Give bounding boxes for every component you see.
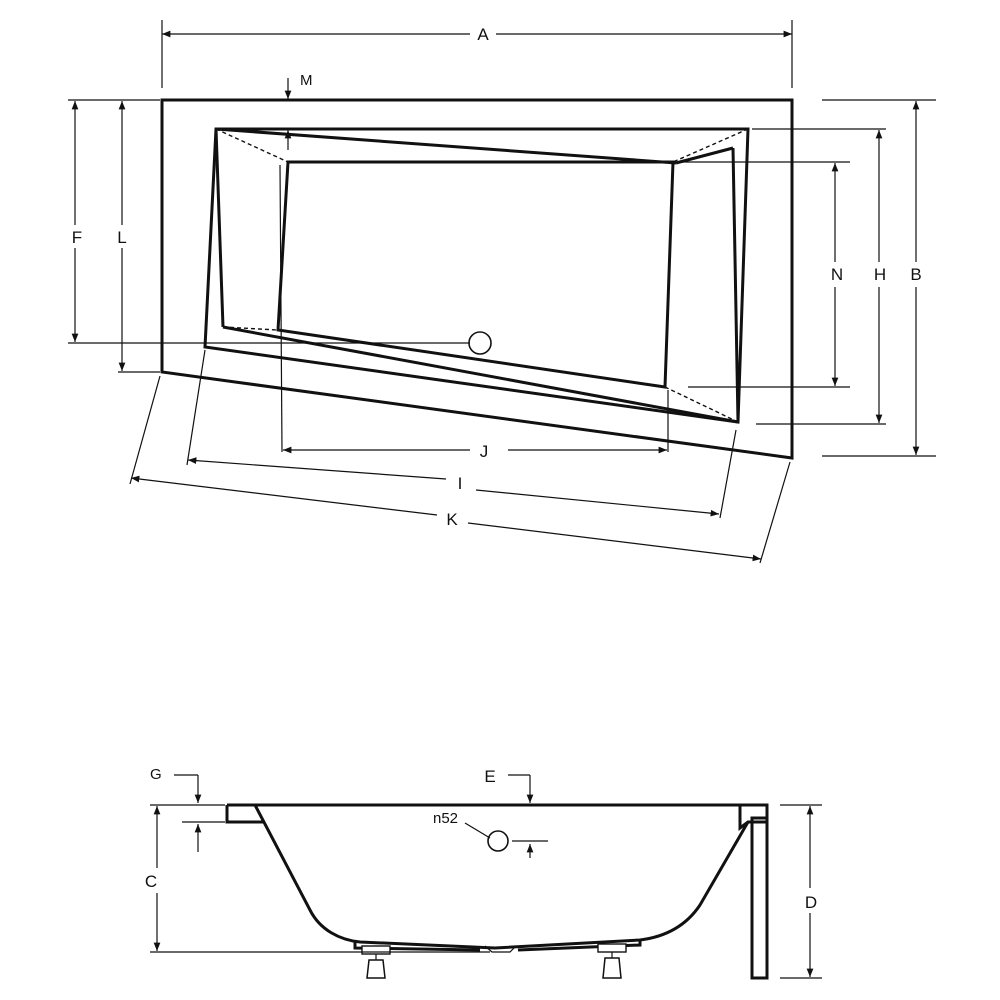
dimension-f: F (68, 99, 470, 344)
label-f: F (72, 228, 82, 247)
back-rest-line-2 (675, 146, 734, 165)
dimension-i: I (186, 349, 737, 519)
dimension-g: G (150, 766, 225, 852)
label-n: N (831, 265, 843, 284)
label-k: K (446, 510, 458, 529)
side-view: n52 G E C (145, 766, 822, 980)
label-c: C (145, 872, 157, 891)
tub-body (253, 804, 750, 950)
overflow-icon (487, 830, 509, 852)
dimension-c: C (145, 804, 490, 953)
top-view: A M F L N (68, 20, 936, 564)
label-l: L (117, 228, 126, 247)
corner-dash-tr (672, 128, 749, 163)
label-b: B (910, 265, 921, 284)
dimension-m: M (284, 72, 313, 150)
label-m: M (300, 72, 313, 89)
label-g: G (150, 766, 162, 783)
label-e: E (484, 767, 495, 786)
right-slope (731, 147, 740, 423)
side-panel (750, 816, 769, 980)
drain-icon (468, 331, 492, 355)
side-rim-left (225, 805, 263, 824)
tub-bottom (353, 940, 642, 952)
label-d: D (805, 893, 817, 912)
label-a: A (477, 25, 489, 44)
dimension-b: B (822, 99, 936, 457)
drain-stub (484, 945, 517, 953)
dimension-a: A (161, 20, 793, 88)
side-rim (227, 803, 769, 831)
dimension-n: N (676, 161, 850, 388)
label-j: J (480, 442, 489, 461)
right-foot (597, 943, 627, 979)
dimension-j: J (279, 164, 669, 461)
label-h: H (874, 265, 886, 284)
left-foot (361, 945, 391, 979)
back-rest-line (215, 127, 677, 165)
dimension-l: L (117, 101, 160, 373)
dimension-d: D (780, 804, 822, 979)
label-i: I (458, 474, 463, 493)
label-overflow: n52 (433, 810, 458, 827)
corner-dash-bl (222, 326, 279, 331)
dimension-h: H (752, 128, 886, 425)
corner-dash-tl (215, 128, 289, 163)
dimension-k: K (129, 375, 791, 564)
overflow-leader (464, 822, 491, 839)
outer-rim (160, 98, 794, 460)
left-slope (214, 128, 225, 328)
dimension-e: E (484, 767, 534, 803)
